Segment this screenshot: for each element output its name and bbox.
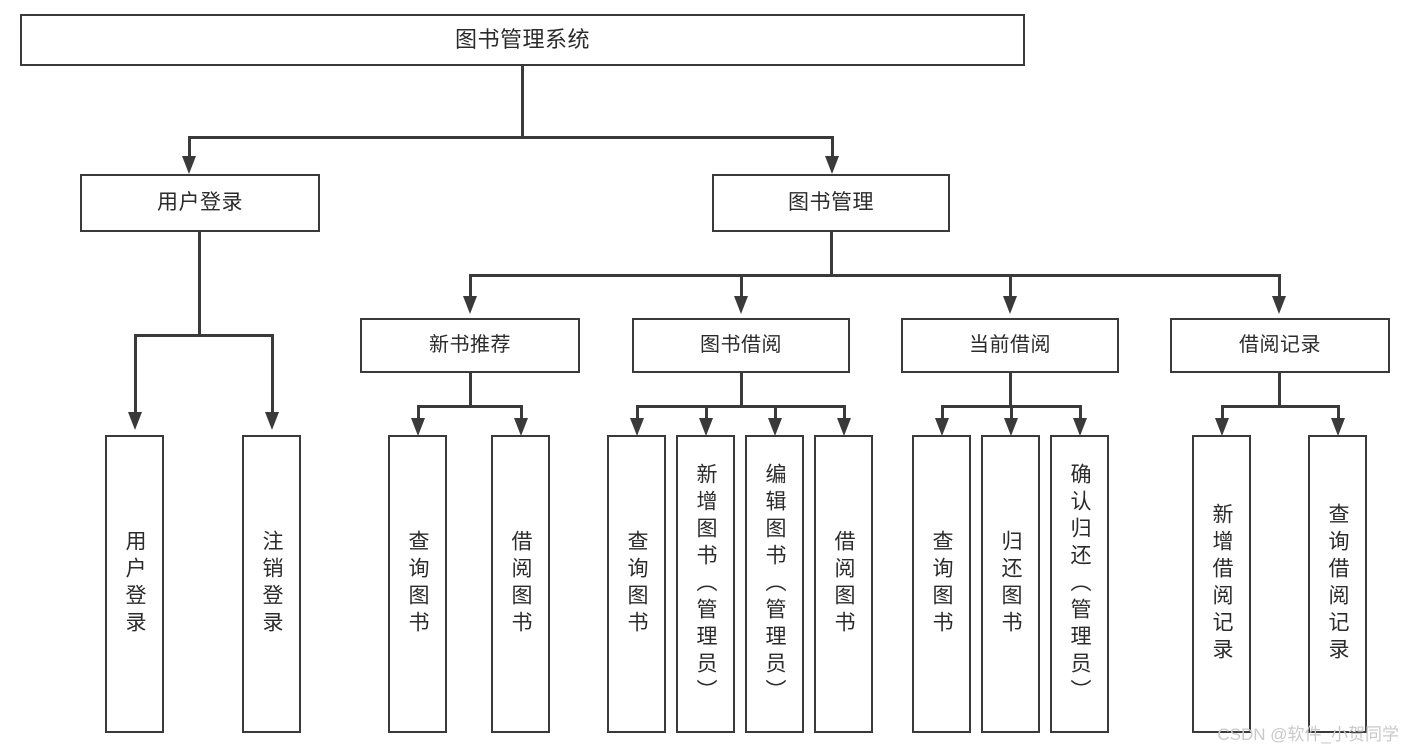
leaf-edit-book-label: 编辑图书（管理员）: [763, 462, 786, 706]
connector-user-login-bus: [134, 334, 271, 337]
connector-book-borrow-bus: [636, 405, 845, 408]
leaf-query-book-3-label: 查询图书: [930, 530, 953, 638]
arrowhead-new-book-leaf-1: [411, 418, 425, 436]
connector-bm-to-new-book: [469, 274, 472, 300]
node-root-system-label: 图书管理系统: [454, 27, 590, 53]
arrowhead-br-leaf-1: [1215, 418, 1229, 436]
connector-cb-to-leaf-2: [1010, 405, 1013, 421]
connector-user-login-to-leaf-2: [271, 334, 274, 416]
arrowhead-user-login: [182, 156, 196, 174]
leaf-add-book-label: 新增图书（管理员）: [694, 462, 717, 706]
leaf-borrow-book-1-label: 借阅图书: [509, 530, 532, 638]
leaf-confirm-return-label: 确认归还（管理员）: [1068, 462, 1091, 706]
connector-book-management-stem: [830, 232, 833, 275]
connector-borrow-record-stem: [1278, 373, 1281, 406]
connector-bm-to-current-borrow: [1009, 274, 1012, 300]
leaf-logout-label: 注销登录: [260, 530, 283, 638]
connector-bm-to-borrow-record: [1278, 274, 1281, 300]
leaf-query-book-1-label: 查询图书: [406, 530, 429, 638]
node-book-management-label: 图书管理: [788, 190, 874, 214]
node-borrow-record-label: 借阅记录: [1239, 334, 1321, 356]
leaf-user-login[interactable]: 用户登录: [105, 435, 164, 733]
node-current-borrow[interactable]: 当前借阅: [901, 318, 1119, 373]
leaf-return-book[interactable]: 归还图书: [981, 435, 1040, 733]
arrowhead-new-book-leaf-2: [514, 418, 528, 436]
connector-book-borrow-stem: [740, 373, 743, 406]
leaf-query-book-3[interactable]: 查询图书: [912, 435, 971, 733]
connector-bb-to-leaf-3: [774, 405, 777, 421]
node-user-login[interactable]: 用户登录: [80, 174, 320, 232]
connector-new-book-to-leaf-1: [417, 405, 420, 421]
arrowhead-bb-leaf-2: [699, 418, 713, 436]
leaf-add-borrow-record-label: 新增借阅记录: [1210, 503, 1233, 665]
connector-user-login-to-leaf-1: [134, 334, 137, 416]
node-borrow-record[interactable]: 借阅记录: [1170, 318, 1390, 373]
arrowhead-new-book-recommend: [463, 296, 477, 314]
leaf-query-borrow-record-label: 查询借阅记录: [1326, 503, 1349, 665]
arrowhead-cb-leaf-1: [935, 418, 949, 436]
leaf-logout[interactable]: 注销登录: [242, 435, 301, 733]
node-book-borrow[interactable]: 图书借阅: [632, 318, 850, 373]
arrowhead-borrow-record: [1272, 296, 1286, 314]
arrowhead-cb-leaf-2: [1004, 418, 1018, 436]
leaf-add-borrow-record[interactable]: 新增借阅记录: [1192, 435, 1251, 733]
connector-book-management-bus: [469, 274, 1281, 277]
connector-root-stem: [521, 66, 524, 137]
arrowhead-book-management: [825, 156, 839, 174]
arrowhead-br-leaf-2: [1331, 418, 1345, 436]
connector-cb-to-leaf-3: [1079, 405, 1082, 421]
arrowhead-user-login-leaf-1: [128, 412, 142, 430]
arrowhead-bb-leaf-3: [768, 418, 782, 436]
connector-new-book-stem: [469, 373, 472, 406]
leaf-query-borrow-record[interactable]: 查询借阅记录: [1308, 435, 1367, 733]
leaf-edit-book[interactable]: 编辑图书（管理员）: [745, 435, 804, 733]
leaf-borrow-book-2-label: 借阅图书: [832, 530, 855, 638]
connector-current-borrow-stem: [1009, 373, 1012, 406]
connector-root-to-user-login: [188, 136, 191, 168]
connector-borrow-record-bus: [1221, 405, 1339, 408]
connector-bm-to-book-borrow: [740, 274, 743, 300]
leaf-query-book-2[interactable]: 查询图书: [607, 435, 666, 733]
arrowhead-bb-leaf-4: [837, 418, 851, 436]
connector-br-to-leaf-2: [1337, 405, 1340, 421]
connector-bb-to-leaf-2: [705, 405, 708, 421]
connector-br-to-leaf-1: [1221, 405, 1224, 421]
arrowhead-book-borrow: [734, 296, 748, 314]
arrowhead-user-login-leaf-2: [265, 412, 279, 430]
arrowhead-cb-leaf-3: [1073, 418, 1087, 436]
leaf-query-book-2-label: 查询图书: [625, 530, 648, 638]
leaf-borrow-book-2[interactable]: 借阅图书: [814, 435, 873, 733]
connector-bb-to-leaf-1: [636, 405, 639, 421]
node-new-book-recommend-label: 新书推荐: [429, 334, 511, 356]
connector-new-book-bus: [417, 405, 522, 408]
node-current-borrow-label: 当前借阅: [969, 334, 1051, 356]
leaf-confirm-return[interactable]: 确认归还（管理员）: [1050, 435, 1109, 733]
arrowhead-bb-leaf-1: [630, 418, 644, 436]
node-user-login-label: 用户登录: [157, 190, 243, 214]
node-book-management[interactable]: 图书管理: [712, 174, 950, 232]
node-root-system[interactable]: 图书管理系统: [20, 14, 1025, 66]
connector-cb-to-leaf-1: [941, 405, 944, 421]
leaf-add-book[interactable]: 新增图书（管理员）: [676, 435, 735, 733]
connector-bb-to-leaf-4: [843, 405, 846, 421]
leaf-user-login-label: 用户登录: [123, 530, 146, 638]
leaf-query-book-1[interactable]: 查询图书: [388, 435, 447, 733]
connector-user-login-stem: [198, 232, 201, 335]
node-new-book-recommend[interactable]: 新书推荐: [360, 318, 580, 373]
arrowhead-current-borrow: [1003, 296, 1017, 314]
leaf-borrow-book-1[interactable]: 借阅图书: [491, 435, 550, 733]
connector-root-bus: [188, 136, 834, 139]
node-book-borrow-label: 图书借阅: [700, 334, 782, 356]
connector-root-to-book-management: [831, 136, 834, 168]
leaf-return-book-label: 归还图书: [999, 530, 1022, 638]
connector-new-book-to-leaf-2: [520, 405, 523, 421]
